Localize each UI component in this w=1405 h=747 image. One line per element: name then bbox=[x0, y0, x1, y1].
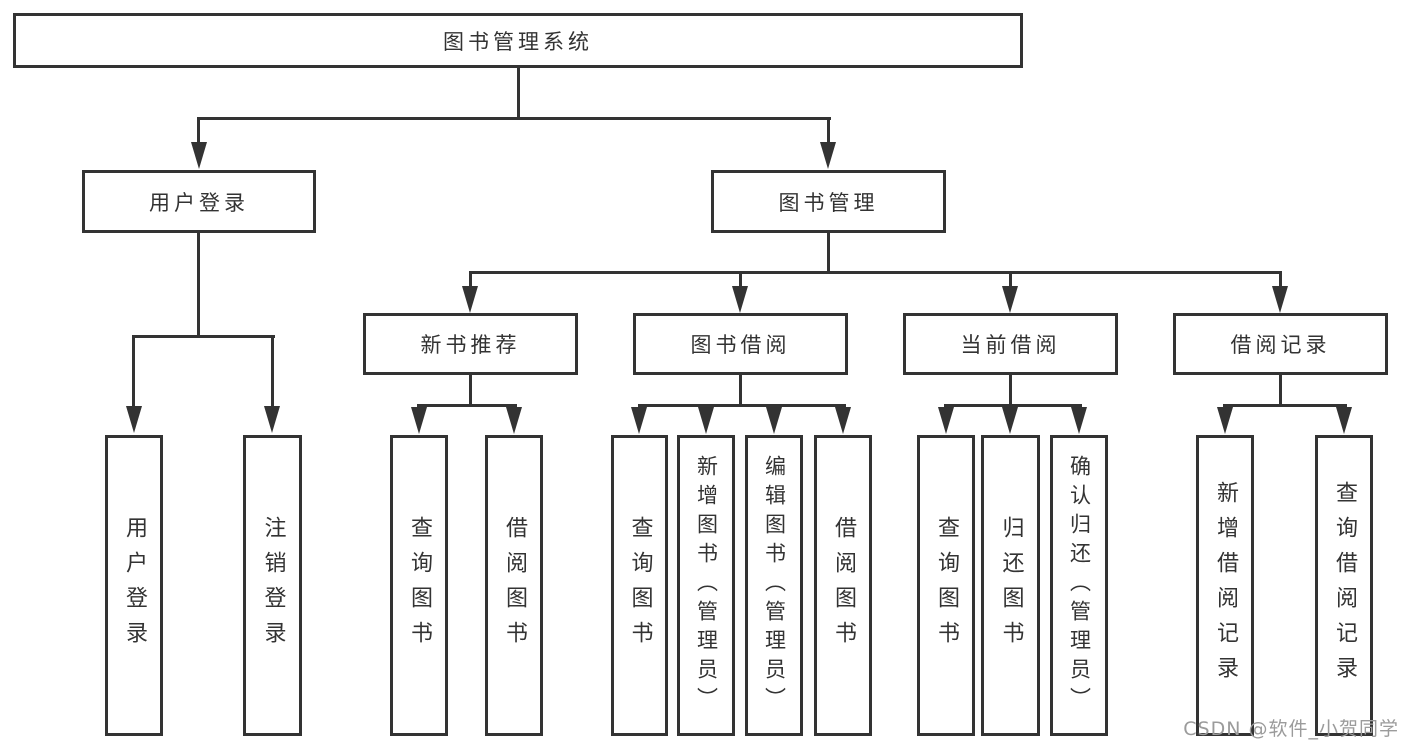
connector-br-stem bbox=[1279, 375, 1282, 406]
leaf-edit-book-admin-label: 编辑图书（管理员） bbox=[762, 455, 787, 716]
node-new-book-recommend: 新书推荐 bbox=[363, 313, 578, 375]
node-book-management: 图书管理 bbox=[711, 170, 946, 233]
connector-root-right-drop bbox=[827, 119, 830, 143]
node-root: 图书管理系统 bbox=[13, 13, 1023, 68]
arrow-down-icon bbox=[264, 406, 280, 433]
node-book-management-label: 图书管理 bbox=[778, 190, 879, 215]
leaf-query-books-1-label: 查询图书 bbox=[407, 515, 432, 656]
node-current-borrowing: 当前借阅 bbox=[903, 313, 1118, 375]
arrow-down-icon bbox=[732, 286, 748, 313]
connector-cb-stem bbox=[1009, 375, 1012, 406]
connector-user-login-left-drop bbox=[132, 337, 135, 406]
connector-user-login-stem bbox=[197, 233, 200, 337]
watermark-text: CSDN @软件_小贺同学 bbox=[1183, 718, 1399, 740]
leaf-borrow-books-2-label: 借阅图书 bbox=[831, 515, 856, 656]
connector-root-stem bbox=[517, 68, 520, 120]
arrow-down-icon bbox=[462, 286, 478, 313]
leaf-query-borrow-record-label: 查询借阅记录 bbox=[1332, 480, 1357, 691]
leaf-edit-book-admin: 编辑图书（管理员） bbox=[745, 435, 803, 736]
arrow-down-icon bbox=[766, 407, 782, 434]
connector-cb-bar bbox=[944, 404, 1082, 407]
node-borrowing-records: 借阅记录 bbox=[1173, 313, 1388, 375]
arrow-down-icon bbox=[126, 406, 142, 433]
leaf-query-books-3-label: 查询图书 bbox=[934, 515, 959, 656]
connector-book-mgmt-drop-3 bbox=[1009, 273, 1012, 287]
arrow-down-icon bbox=[1002, 407, 1018, 434]
connector-bb-stem bbox=[739, 375, 742, 406]
connector-book-mgmt-stem bbox=[827, 233, 830, 274]
leaf-logout-login: 注销登录 bbox=[243, 435, 302, 736]
connector-root-bar bbox=[197, 117, 831, 120]
arrow-down-icon bbox=[411, 407, 427, 434]
arrow-down-icon bbox=[938, 407, 954, 434]
connector-nbr-bar bbox=[417, 404, 517, 407]
arrow-down-icon bbox=[1071, 407, 1087, 434]
connector-nbr-stem bbox=[469, 375, 472, 406]
leaf-confirm-return-admin-label: 确认归还（管理员） bbox=[1067, 455, 1092, 716]
leaf-borrow-books-1-label: 借阅图书 bbox=[502, 515, 527, 656]
arrow-down-icon bbox=[1217, 407, 1233, 434]
arrow-down-icon bbox=[835, 407, 851, 434]
node-user-login-label: 用户登录 bbox=[149, 190, 249, 215]
arrow-down-icon bbox=[820, 142, 836, 169]
connector-root-left-drop bbox=[197, 119, 200, 143]
arrow-down-icon bbox=[1002, 286, 1018, 313]
node-borrowing-records-label: 借阅记录 bbox=[1230, 333, 1331, 357]
leaf-query-books-1: 查询图书 bbox=[390, 435, 448, 736]
connector-bb-bar bbox=[638, 404, 846, 407]
leaf-borrow-books-1: 借阅图书 bbox=[485, 435, 543, 736]
connector-user-login-bar bbox=[132, 335, 275, 338]
leaf-add-borrow-record-label: 新增借阅记录 bbox=[1213, 480, 1238, 691]
leaf-borrow-books-2: 借阅图书 bbox=[814, 435, 872, 736]
leaf-add-borrow-record: 新增借阅记录 bbox=[1196, 435, 1254, 736]
leaf-query-books-2: 查询图书 bbox=[611, 435, 668, 736]
connector-book-mgmt-drop-1 bbox=[469, 273, 472, 287]
node-user-login: 用户登录 bbox=[82, 170, 316, 233]
arrow-down-icon bbox=[1336, 407, 1352, 434]
leaf-user-login-label: 用户登录 bbox=[122, 515, 147, 656]
leaf-return-book: 归还图书 bbox=[981, 435, 1040, 736]
leaf-query-books-3: 查询图书 bbox=[917, 435, 975, 736]
arrow-down-icon bbox=[1272, 286, 1288, 313]
leaf-return-book-label: 归还图书 bbox=[998, 515, 1024, 656]
leaf-confirm-return-admin: 确认归还（管理员） bbox=[1050, 435, 1108, 736]
node-book-borrowing: 图书借阅 bbox=[633, 313, 848, 375]
leaf-user-login: 用户登录 bbox=[105, 435, 163, 736]
arrow-down-icon bbox=[631, 407, 647, 434]
connector-user-login-right-drop bbox=[271, 337, 274, 406]
connector-book-mgmt-drop-2 bbox=[739, 273, 742, 287]
leaf-add-book-admin-label: 新增图书（管理员） bbox=[694, 455, 719, 716]
connector-book-mgmt-drop-4 bbox=[1279, 273, 1282, 287]
node-root-label: 图书管理系统 bbox=[443, 29, 593, 54]
connector-book-mgmt-bar bbox=[469, 271, 1282, 274]
node-current-borrowing-label: 当前借阅 bbox=[960, 333, 1061, 357]
arrow-down-icon bbox=[698, 407, 714, 434]
leaf-query-books-2-label: 查询图书 bbox=[627, 515, 653, 656]
arrow-down-icon bbox=[191, 142, 207, 169]
node-new-book-recommend-label: 新书推荐 bbox=[420, 333, 521, 357]
leaf-logout-login-label: 注销登录 bbox=[260, 515, 286, 656]
leaf-query-borrow-record: 查询借阅记录 bbox=[1315, 435, 1373, 736]
leaf-add-book-admin: 新增图书（管理员） bbox=[677, 435, 735, 736]
node-book-borrowing-label: 图书借阅 bbox=[690, 333, 791, 357]
connector-br-bar bbox=[1223, 404, 1347, 407]
arrow-down-icon bbox=[506, 407, 522, 434]
